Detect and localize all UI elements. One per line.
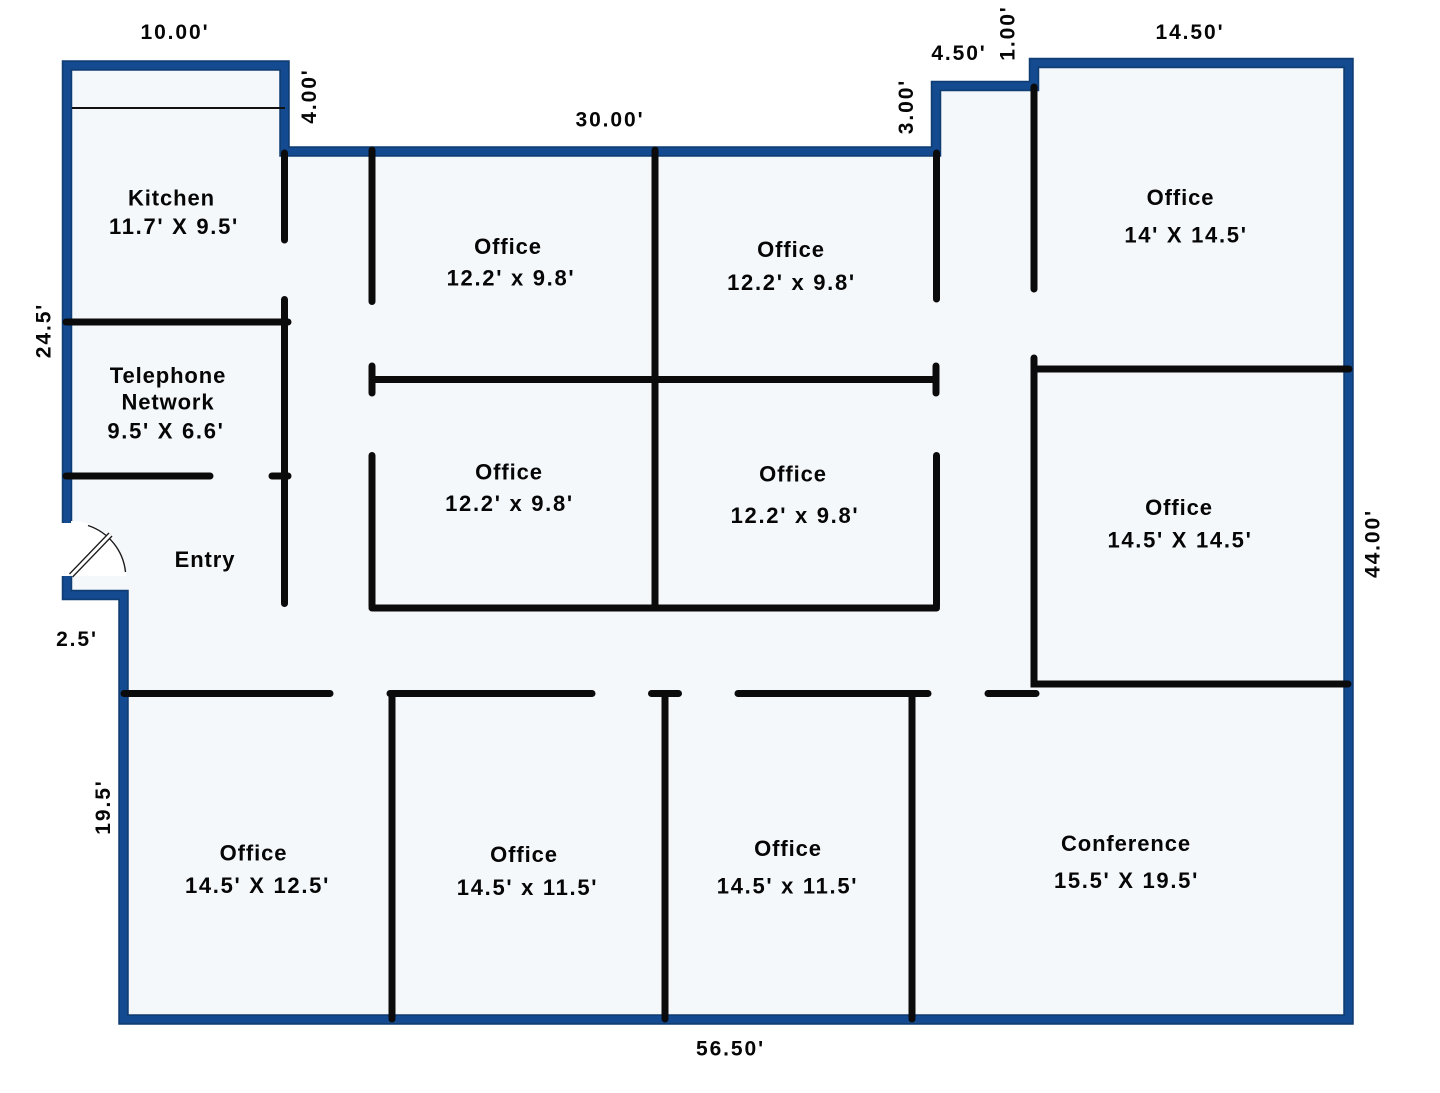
svg-text:14' X 14.5': 14' X 14.5' — [1124, 223, 1247, 248]
svg-text:Entry: Entry — [175, 547, 236, 572]
svg-text:Office: Office — [474, 234, 542, 259]
svg-text:12.2' x 9.8': 12.2' x 9.8' — [727, 270, 856, 295]
svg-text:2.5': 2.5' — [56, 628, 98, 651]
svg-text:30.00': 30.00' — [576, 109, 645, 132]
svg-text:12.2' x 9.8': 12.2' x 9.8' — [447, 266, 576, 291]
svg-text:4.00': 4.00' — [298, 68, 321, 123]
svg-text:Kitchen: Kitchen — [128, 186, 215, 211]
svg-text:14.5' x 11.5': 14.5' x 11.5' — [717, 874, 858, 899]
svg-text:12.2' x 9.8': 12.2' x 9.8' — [731, 503, 860, 528]
svg-text:Office: Office — [1145, 495, 1213, 520]
svg-text:14.5' x 11.5': 14.5' x 11.5' — [457, 875, 598, 900]
svg-text:Office: Office — [1147, 185, 1215, 210]
svg-text:44.00': 44.00' — [1362, 509, 1385, 578]
svg-text:14.5' X 12.5': 14.5' X 12.5' — [185, 873, 330, 898]
svg-text:4.50': 4.50' — [931, 42, 986, 65]
svg-text:56.50': 56.50' — [696, 1038, 765, 1061]
svg-text:11.7' X 9.5': 11.7' X 9.5' — [109, 214, 239, 239]
svg-text:Conference: Conference — [1061, 831, 1191, 856]
svg-text:Office: Office — [490, 842, 558, 867]
svg-text:9.5' X 6.6': 9.5' X 6.6' — [107, 419, 224, 444]
svg-text:12.2' x 9.8': 12.2' x 9.8' — [445, 491, 574, 516]
svg-text:14.5' X 14.5': 14.5' X 14.5' — [1107, 528, 1252, 553]
svg-text:3.00': 3.00' — [895, 79, 918, 134]
svg-text:24.5': 24.5' — [33, 303, 56, 358]
svg-text:Network: Network — [121, 390, 214, 415]
svg-text:Office: Office — [757, 237, 825, 262]
svg-text:Telephone: Telephone — [110, 363, 226, 388]
svg-text:Office: Office — [220, 841, 288, 866]
svg-text:Office: Office — [475, 460, 543, 485]
svg-text:10.00': 10.00' — [141, 21, 210, 44]
svg-text:19.5': 19.5' — [92, 779, 115, 834]
svg-text:Office: Office — [754, 836, 822, 861]
svg-text:15.5' X 19.5': 15.5' X 19.5' — [1054, 868, 1199, 893]
svg-text:14.50': 14.50' — [1156, 21, 1225, 44]
svg-text:1.00': 1.00' — [997, 5, 1020, 60]
svg-text:Office: Office — [759, 462, 827, 487]
